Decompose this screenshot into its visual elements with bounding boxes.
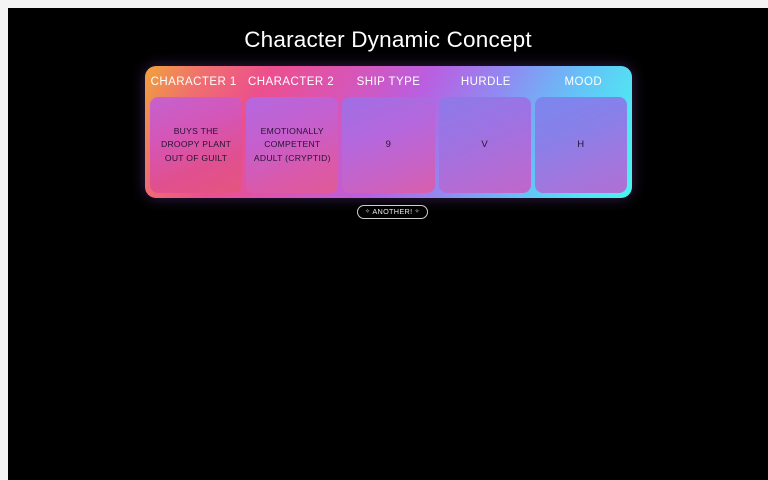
column-header-character-2: CHARACTER 2 <box>248 75 335 88</box>
another-button-label: ANOTHER! <box>372 207 413 217</box>
concept-card-mood[interactable]: H <box>534 97 628 193</box>
concept-card-row: BUYS THE DROOPY PLANT OUT OF GUILT EMOTI… <box>150 97 628 193</box>
another-button[interactable]: ✧ ANOTHER! ✧ <box>357 205 428 219</box>
concept-card-value: V <box>481 138 489 150</box>
concept-card-ship-type[interactable]: 9 <box>342 97 435 193</box>
column-header-hurdle: HURDLE <box>460 75 511 88</box>
concept-card-hurdle[interactable]: V <box>438 97 531 193</box>
concept-card-character-2[interactable]: EMOTIONALLY COMPETENT ADULT (CRYPTID) <box>246 97 339 193</box>
concept-panel: CHARACTER 1 CHARACTER 2 SHIP TYPE HURDLE… <box>145 66 632 198</box>
concept-card-character-1[interactable]: BUYS THE DROOPY PLANT OUT OF GUILT <box>150 97 243 193</box>
column-header-mood: MOOD <box>564 75 603 88</box>
sparkle-icon-left: ✧ <box>365 209 371 215</box>
concept-card-value: EMOTIONALLY COMPETENT ADULT (CRYPTID) <box>253 126 331 163</box>
concept-card-value: 9 <box>385 138 392 150</box>
page-title: Character Dynamic Concept <box>244 27 532 52</box>
sparkle-icon-right: ✧ <box>414 209 420 215</box>
column-header-ship-type: SHIP TYPE <box>356 75 421 88</box>
concept-card-value: H <box>577 138 585 150</box>
table-header-row: CHARACTER 1 CHARACTER 2 SHIP TYPE HURDLE… <box>145 66 632 97</box>
column-header-character-1: CHARACTER 1 <box>150 75 237 88</box>
concept-card-value: BUYS THE DROOPY PLANT OUT OF GUILT <box>161 126 232 163</box>
app-stage: Character Dynamic Concept CHARACTER 1 CH… <box>8 8 768 480</box>
